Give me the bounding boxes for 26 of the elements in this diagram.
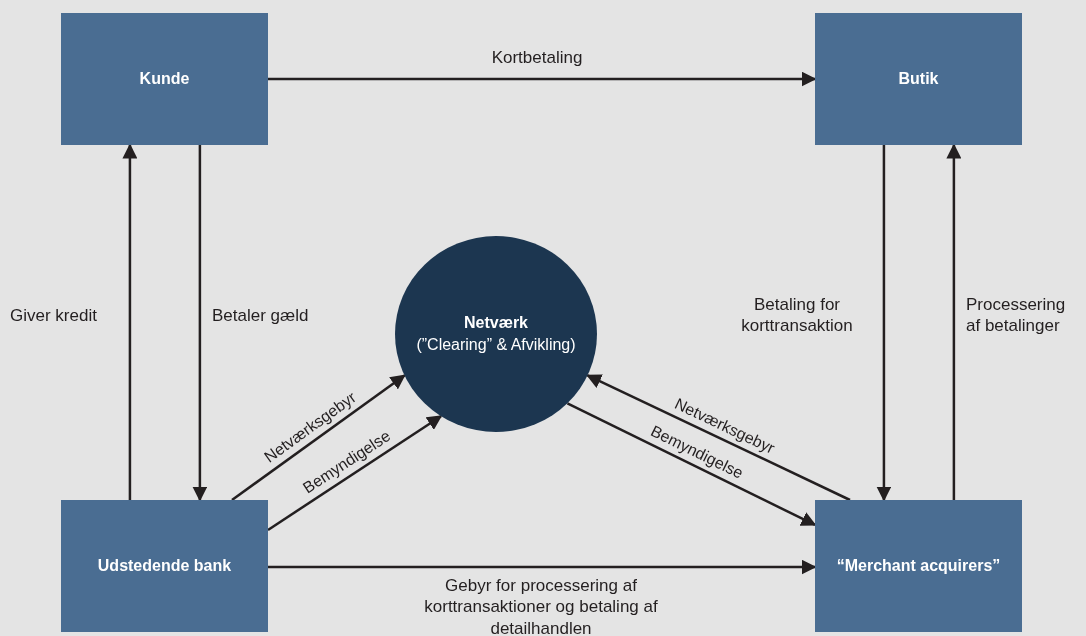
- process-box: [815, 13, 1022, 145]
- arrow: [192, 145, 208, 502]
- node-label: Netværk: [464, 313, 528, 334]
- edge-label: Kortbetaling: [490, 47, 584, 69]
- process-box: [61, 500, 268, 632]
- process-box: [61, 13, 268, 145]
- arrow: [876, 145, 892, 502]
- node-label: Kunde: [139, 69, 190, 90]
- arrow: [268, 559, 817, 575]
- node-label: Udstedende bank: [97, 556, 232, 577]
- edge-label: Processering af betalinger: [966, 294, 1067, 337]
- node-subtitle: (”Clearing” & Afvikling): [416, 335, 576, 355]
- arrow: [268, 71, 817, 87]
- arrow: [122, 143, 138, 500]
- node-label: Butik: [898, 69, 939, 90]
- arrow: [946, 143, 962, 500]
- edge-label: Gebyr for processering af korttransaktioner og betaling af detailhandlen: [423, 575, 659, 636]
- edge-label: Betaler gæld: [212, 305, 309, 327]
- arrow: [231, 374, 406, 501]
- edge-label: Giver kredit: [10, 305, 97, 327]
- process-box: [815, 500, 1022, 632]
- edge-label: Betaling for korttransaktion: [740, 294, 854, 337]
- node-label: “Merchant acquirers”: [836, 556, 1001, 577]
- arrow: [566, 402, 817, 527]
- arrow: [267, 415, 443, 531]
- arrow: [586, 374, 851, 502]
